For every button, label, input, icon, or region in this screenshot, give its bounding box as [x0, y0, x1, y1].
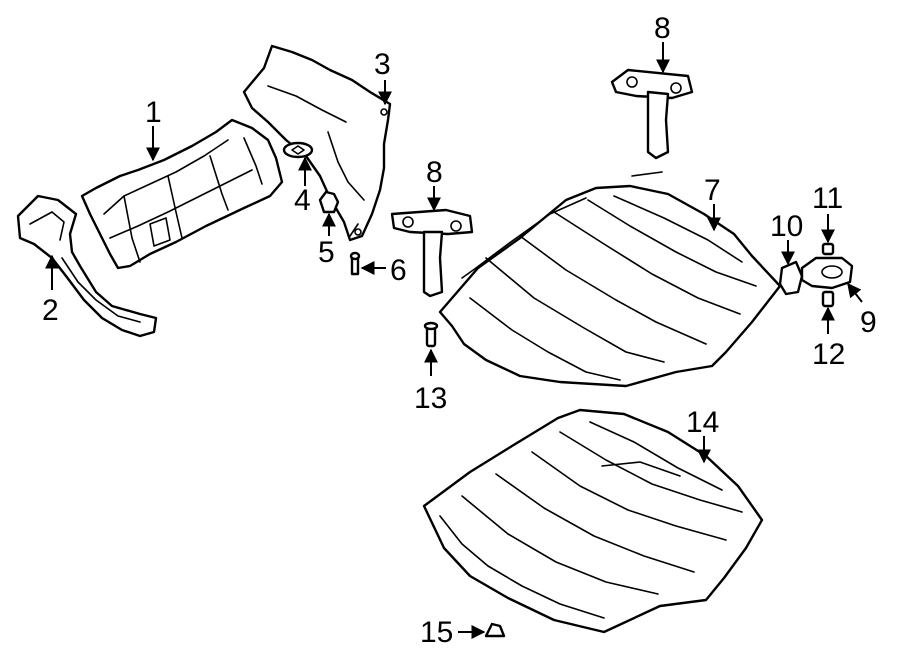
part-7-skid-plate — [438, 171, 782, 388]
callout-14: 14 — [686, 406, 719, 439]
part-11-screw — [821, 242, 835, 256]
callout-13: 13 — [414, 382, 447, 415]
part-4-retainer — [282, 141, 314, 159]
callout-9: 9 — [860, 306, 877, 339]
callout-8a: 8 — [426, 156, 443, 189]
part-8-bracket-upper — [610, 68, 694, 160]
part-15-push-nut — [484, 622, 506, 638]
callout-10: 10 — [770, 210, 803, 243]
callout-7: 7 — [704, 174, 721, 207]
callout-3: 3 — [374, 48, 391, 81]
part-12-screw — [821, 290, 835, 308]
part-13-bolt — [423, 321, 439, 348]
callout-15: 15 — [420, 616, 453, 649]
callout-8b: 8 — [654, 12, 671, 45]
part-10-clip — [778, 260, 804, 296]
callout-11: 11 — [812, 182, 843, 215]
callout-5: 5 — [318, 236, 335, 269]
part-14-lower-skid-plate — [422, 408, 764, 634]
callout-6: 6 — [390, 254, 407, 287]
part-5-nut — [318, 190, 340, 214]
leader-lines — [45, 42, 863, 639]
callout-2: 2 — [42, 294, 59, 327]
callout-12: 12 — [812, 338, 845, 371]
leader-9 — [847, 282, 863, 303]
callout-1: 1 — [145, 96, 162, 129]
part-6-bolt — [349, 251, 361, 276]
part-8-bracket-middle — [390, 208, 474, 298]
callout-labels: 1 2 3 4 5 6 7 8 8 9 10 11 12 13 14 15 — [42, 12, 877, 649]
callout-4: 4 — [294, 184, 311, 217]
part-1-splash-shield — [80, 118, 284, 270]
part-9-bracket — [800, 256, 854, 290]
